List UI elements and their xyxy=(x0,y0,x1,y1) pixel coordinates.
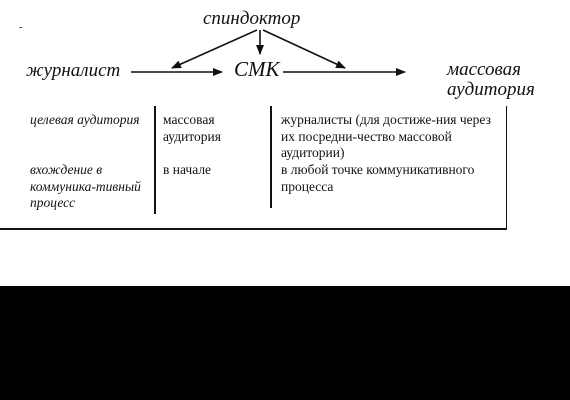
row-label-target-audience: целевая аудитория xyxy=(30,112,140,127)
journalist-node: журналист xyxy=(26,60,121,81)
row2-spindoctor-value: в любой точке коммуникативного процесса xyxy=(281,162,475,194)
row-label-entry-point: вхождение в коммуника-тивный процесс xyxy=(30,162,141,210)
diagram-arrows xyxy=(131,29,406,76)
spindoctor-node: спиндоктор xyxy=(203,8,301,29)
smk-node: СМК xyxy=(234,57,280,81)
arrow-spin-to-journalist-line xyxy=(171,29,258,69)
comparison-table: целевая аудитория массовая аудитория жур… xyxy=(0,106,507,230)
column-divider-1 xyxy=(154,106,156,214)
row2-journalist-value: в начале xyxy=(163,162,212,177)
side-mark: - xyxy=(19,22,23,33)
column-divider-2 xyxy=(270,106,272,208)
black-band xyxy=(0,286,570,400)
row1-journalist-value: массовая аудитория xyxy=(163,112,221,144)
mass-audience-node: массовая аудитория xyxy=(447,59,535,100)
arrow-spin-to-mass xyxy=(262,29,346,69)
row1-spindoctor-value: журналисты (для достиже-ния через их пос… xyxy=(281,112,491,160)
